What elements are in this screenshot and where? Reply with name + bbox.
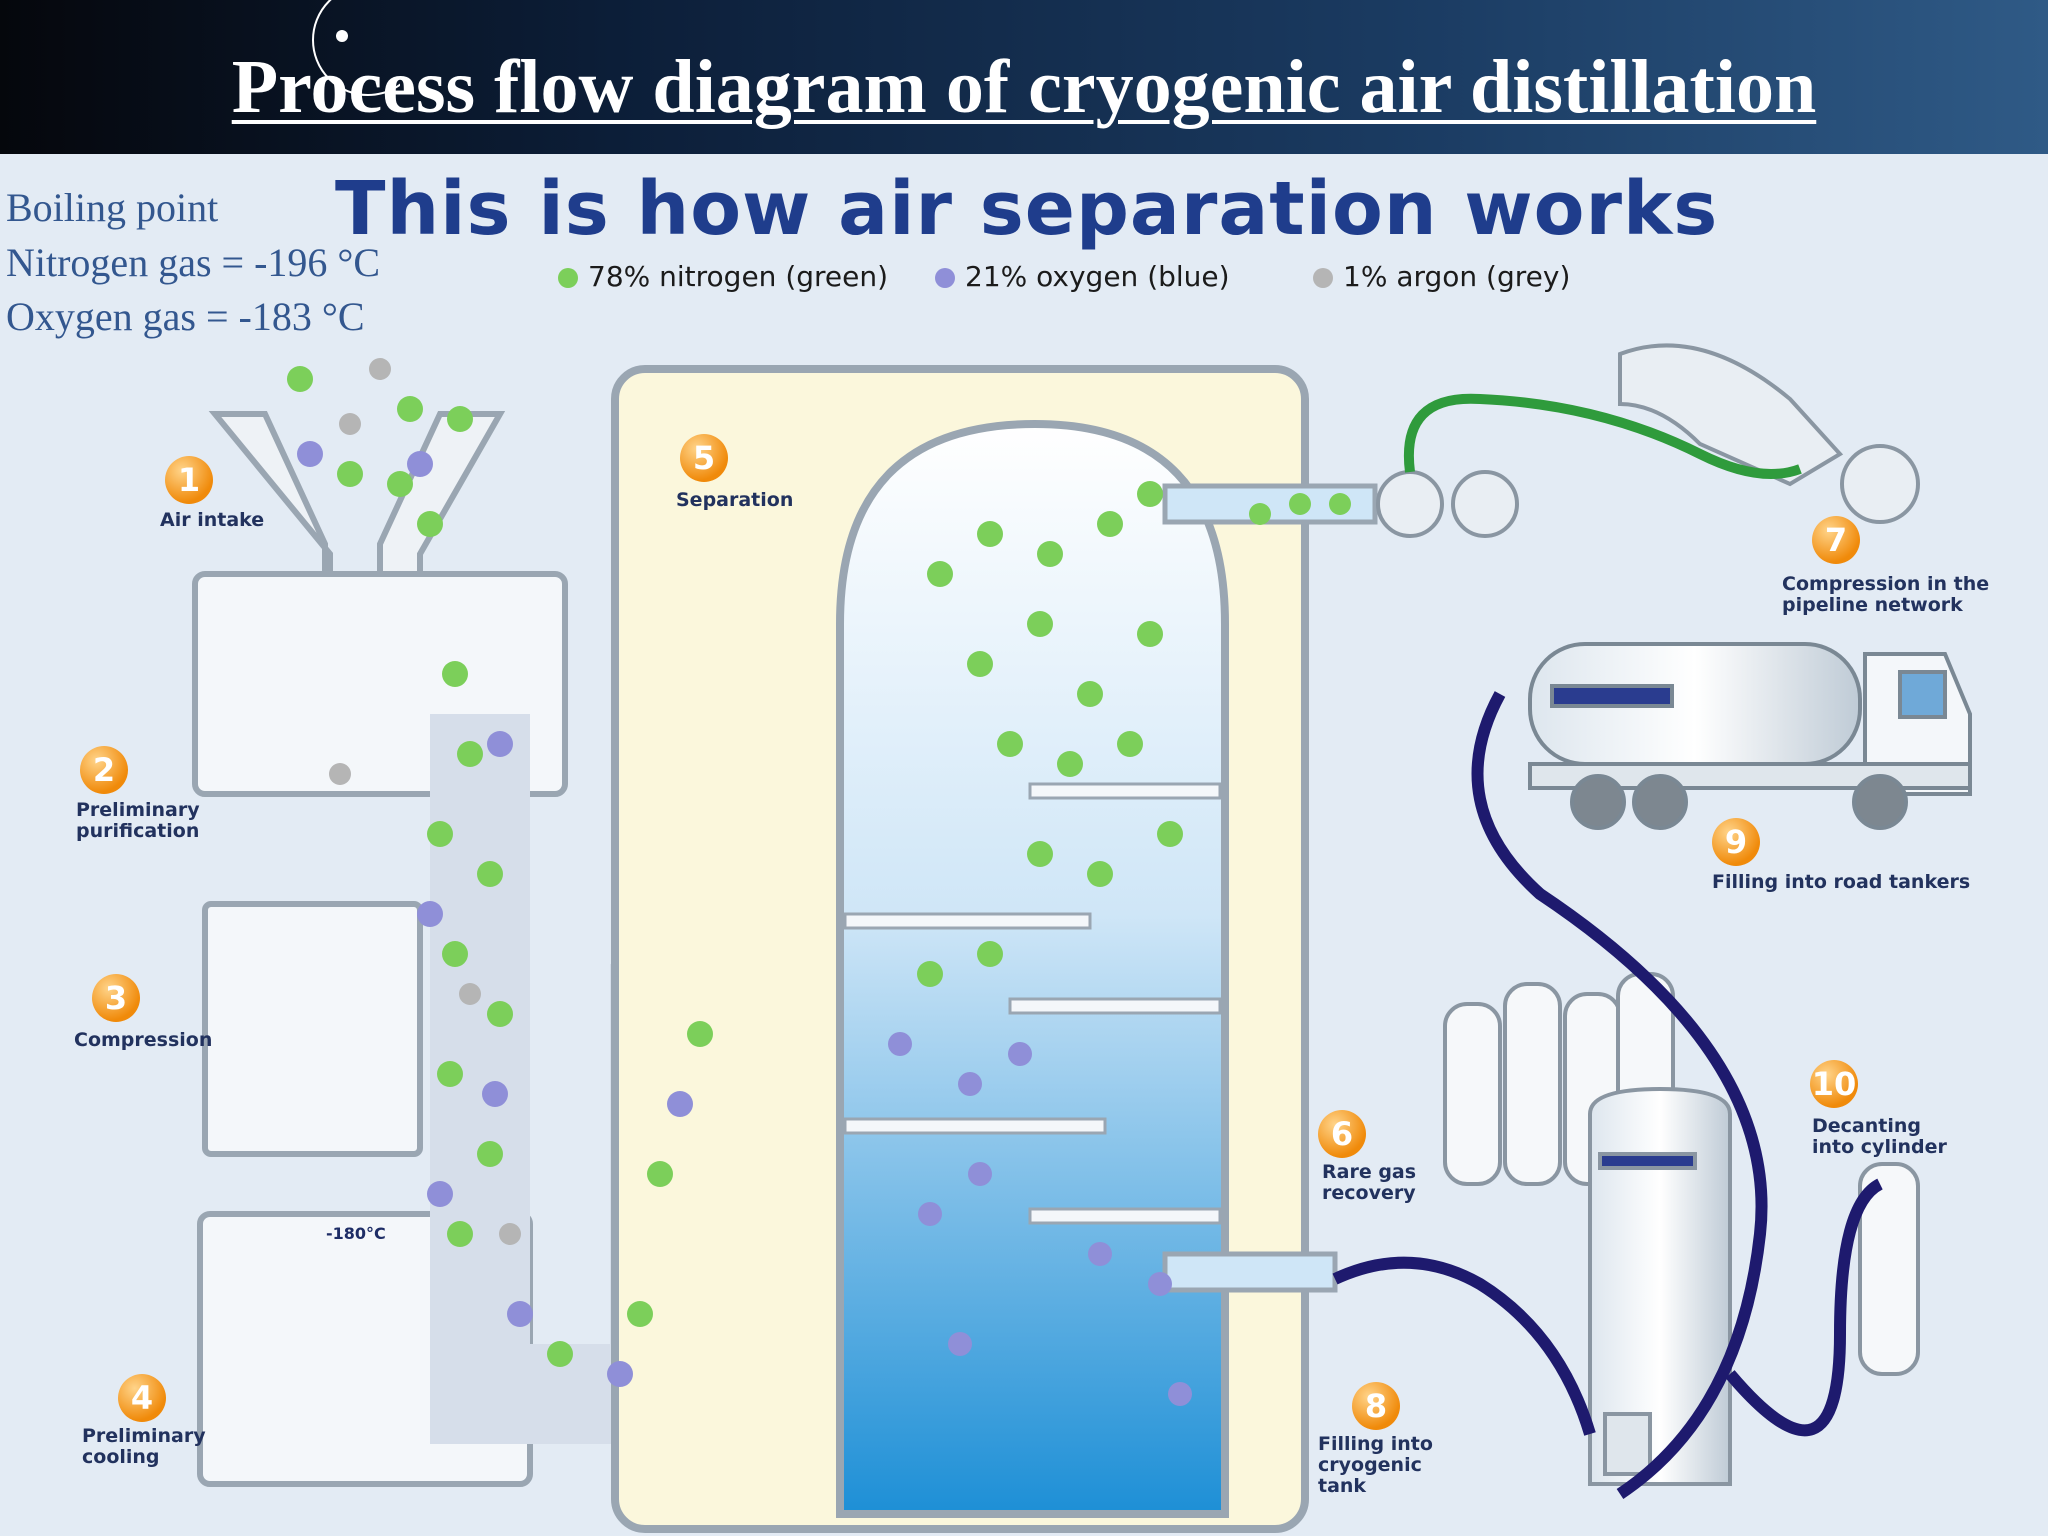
legend-label: 21% oxygen (blue) [965,260,1230,293]
step-1-label: Air intake [160,509,265,531]
pipeline-compressor [1376,343,1920,538]
oxygen-dot-icon [935,268,955,288]
separation-column [611,365,1309,1533]
oxygen-particles [297,441,1192,1406]
dark-hoses [1332,691,1884,1499]
step-7-label: Compression in the pipeline network [1782,573,1990,616]
step-1-badge: 1 [165,456,213,504]
step-4-label: Preliminary cooling [82,1425,206,1468]
slide-header: Process flow diagram of cryogenic air di… [0,0,2048,154]
argon-particles [329,358,521,1245]
step-5-label: Separation [676,489,794,511]
gas-particles [287,358,1351,1406]
step-7-badge: 7 [1812,516,1860,564]
legend-label: 1% argon (grey) [1343,260,1571,293]
infographic-title: This is how air separation works [335,166,1719,252]
step-10-badge: 10 [1810,1060,1858,1108]
step-2-label: Preliminary purification [76,799,200,842]
cryogenic-tank [1588,1086,1732,1486]
step-10-label: Decanting into cylinder [1812,1115,1947,1158]
argon-dot-icon [1313,268,1333,288]
step-5-badge: 5 [680,434,728,482]
step-9-badge: 9 [1712,818,1760,866]
legend-nitrogen: 78% nitrogen (green) [558,260,888,293]
step-3-label: Compression [74,1029,213,1051]
step-6-badge: 6 [1318,1110,1366,1158]
step-3-badge: 3 [92,974,140,1022]
oxygen-boiling-point: Oxygen gas = -183 °C [6,294,365,339]
outlet-pipes [1162,483,1378,1293]
step-2-badge: 2 [80,746,128,794]
nitrogen-dot-icon [558,268,578,288]
nitrogen-boiling-point: Nitrogen gas = -196 °C [6,240,381,285]
step-4-badge: 4 [118,1374,166,1422]
bubble-decoration [312,0,400,96]
boiling-point-heading: Boiling point [6,185,219,230]
green-hose [1403,393,1802,479]
step-9-label: Filling into road tankers [1712,871,1971,893]
cooler-temperature-readout: -180°C [326,1224,386,1243]
road-tanker [1528,642,1972,830]
legend-argon: 1% argon (grey) [1313,260,1570,293]
plant-illustration [192,343,1972,1533]
step-8-label: Filling into cryogenic tank [1318,1433,1433,1497]
infographic: This is how air separation works Boiling… [0,154,2048,1536]
legend-oxygen: 21% oxygen (blue) [935,260,1230,293]
step-6-label: Rare gas recovery [1322,1161,1417,1204]
slide-title: Process flow diagram of cryogenic air di… [231,45,1817,129]
nitrogen-particles [287,366,1351,1367]
legend-label: 78% nitrogen (green) [588,260,889,293]
step-8-badge: 8 [1352,1382,1400,1430]
